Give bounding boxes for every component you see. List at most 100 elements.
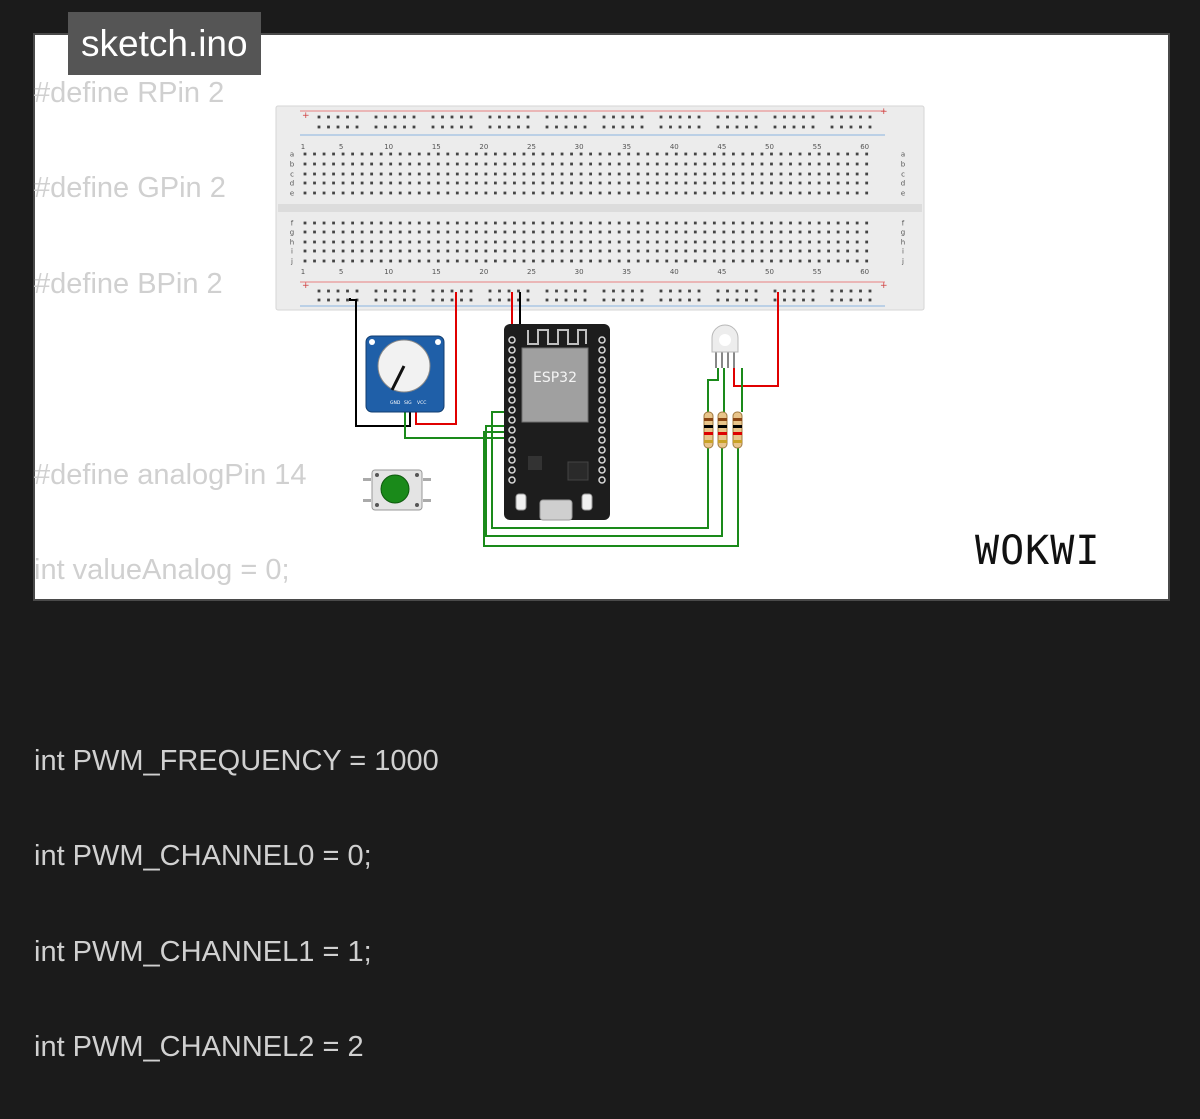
pot-pin-sig: SIG: [404, 400, 412, 406]
knob-pointer: [390, 365, 406, 391]
esp32-pin[interactable]: [598, 336, 606, 344]
row-label: j: [290, 258, 293, 266]
esp32-pin[interactable]: [508, 416, 516, 424]
esp32-label: ESP32: [533, 370, 577, 386]
sketch-filename-tab[interactable]: sketch.ino: [68, 12, 261, 75]
column-number: 5: [339, 143, 343, 151]
code-line: #define RPin 2: [34, 77, 225, 109]
esp32-pin[interactable]: [598, 456, 606, 464]
resistor: [717, 411, 728, 449]
row-label: c: [901, 171, 905, 179]
esp32-pin[interactable]: [598, 426, 606, 434]
code-line: int PWM_CHANNEL2 = 2: [34, 1030, 364, 1063]
esp32-pin[interactable]: [508, 426, 516, 434]
column-number: 30: [575, 268, 584, 276]
esp32-pin[interactable]: [508, 446, 516, 454]
esp32-pin[interactable]: [508, 336, 516, 344]
esp32-pin[interactable]: [508, 376, 516, 384]
rgb-led[interactable]: [711, 324, 739, 368]
esp32-pin[interactable]: [598, 386, 606, 394]
esp32-pin[interactable]: [598, 406, 606, 414]
esp32-pin[interactable]: [508, 356, 516, 364]
column-number: 10: [384, 268, 393, 276]
row-label: i: [902, 248, 904, 256]
esp32-pin[interactable]: [508, 406, 516, 414]
row-label: j: [901, 258, 904, 266]
wire-green: [707, 368, 719, 412]
esp32-pin[interactable]: [598, 356, 606, 364]
esp32-pin[interactable]: [598, 476, 606, 484]
row-label: e: [290, 190, 294, 198]
antenna-trace: [527, 329, 587, 345]
esp32-pin[interactable]: [508, 396, 516, 404]
wire-red: [415, 292, 457, 425]
esp32-pin[interactable]: [598, 446, 606, 454]
row-label: h: [290, 239, 294, 247]
esp32-pin[interactable]: [598, 346, 606, 354]
column-number: 5: [339, 268, 343, 276]
row-label: f: [291, 220, 294, 228]
esp32-pin[interactable]: [598, 396, 606, 404]
resistors[interactable]: [703, 411, 743, 449]
row-label: a: [290, 151, 294, 159]
breadboard[interactable]: + + + + 11551010151520202525303035354040…: [275, 105, 925, 311]
row-label: h: [901, 239, 905, 247]
usb-connector-icon: [539, 499, 573, 521]
row-label: a: [901, 151, 905, 159]
code-line: int PWM_CHANNEL0 = 0;: [34, 840, 372, 873]
esp32-pin[interactable]: [598, 466, 606, 474]
row-label: e: [901, 190, 905, 198]
esp32-pin[interactable]: [508, 466, 516, 474]
rail-plus-label: +: [880, 281, 888, 291]
esp32-board[interactable]: ESP32: [504, 324, 610, 521]
wire-green: [404, 412, 510, 439]
column-number: 20: [479, 143, 488, 151]
esp32-pin[interactable]: [508, 476, 516, 484]
row-label: g: [901, 229, 905, 237]
code-line: int PWM_FREQUENCY = 1000: [34, 744, 439, 777]
column-number: 40: [670, 143, 679, 151]
push-button[interactable]: [363, 469, 431, 511]
column-number: 35: [622, 268, 631, 276]
pot-pin-vcc: VCC: [417, 400, 426, 406]
column-number: 25: [527, 268, 536, 276]
breadboard-labels: 1155101015152020252530303535404045455050…: [290, 143, 906, 276]
esp32-pin[interactable]: [598, 366, 606, 374]
column-number: 10: [384, 143, 393, 151]
row-label: b: [290, 161, 295, 169]
column-number: 1: [301, 268, 305, 276]
resistor: [732, 411, 743, 449]
column-number: 20: [479, 268, 488, 276]
column-number: 50: [765, 143, 774, 151]
circuit-diagram: + + + + 11551010151520202525303035354040…: [275, 105, 925, 547]
code-line: #define BPin 2: [34, 267, 223, 300]
column-number: 55: [813, 143, 822, 151]
column-number: 45: [717, 143, 726, 151]
esp32-pin[interactable]: [508, 456, 516, 464]
esp32-pin[interactable]: [508, 436, 516, 444]
column-number: 40: [670, 268, 679, 276]
code-line: #define analogPin 14: [34, 458, 307, 491]
column-number: 60: [860, 268, 869, 276]
esp32-pin[interactable]: [508, 386, 516, 394]
rail-plus-label: +: [302, 281, 310, 291]
esp32-pins: [508, 336, 606, 484]
row-label: c: [290, 171, 294, 179]
button-cap: [380, 474, 410, 504]
column-number: 50: [765, 268, 774, 276]
esp32-shield: [521, 347, 589, 423]
esp32-pin[interactable]: [508, 346, 516, 354]
esp32-pin[interactable]: [508, 366, 516, 374]
esp32-pin[interactable]: [598, 376, 606, 384]
esp32-pin[interactable]: [598, 416, 606, 424]
column-number: 60: [860, 143, 869, 151]
row-label: d: [290, 180, 294, 188]
esp32-pin[interactable]: [598, 436, 606, 444]
column-number: 15: [432, 268, 441, 276]
resistor: [703, 411, 714, 449]
column-number: 35: [622, 143, 631, 151]
potentiometer[interactable]: GND SIG VCC: [365, 335, 445, 413]
column-number: 25: [527, 143, 536, 151]
pot-pin-gnd: GND: [390, 400, 401, 406]
column-number: 1: [301, 143, 305, 151]
